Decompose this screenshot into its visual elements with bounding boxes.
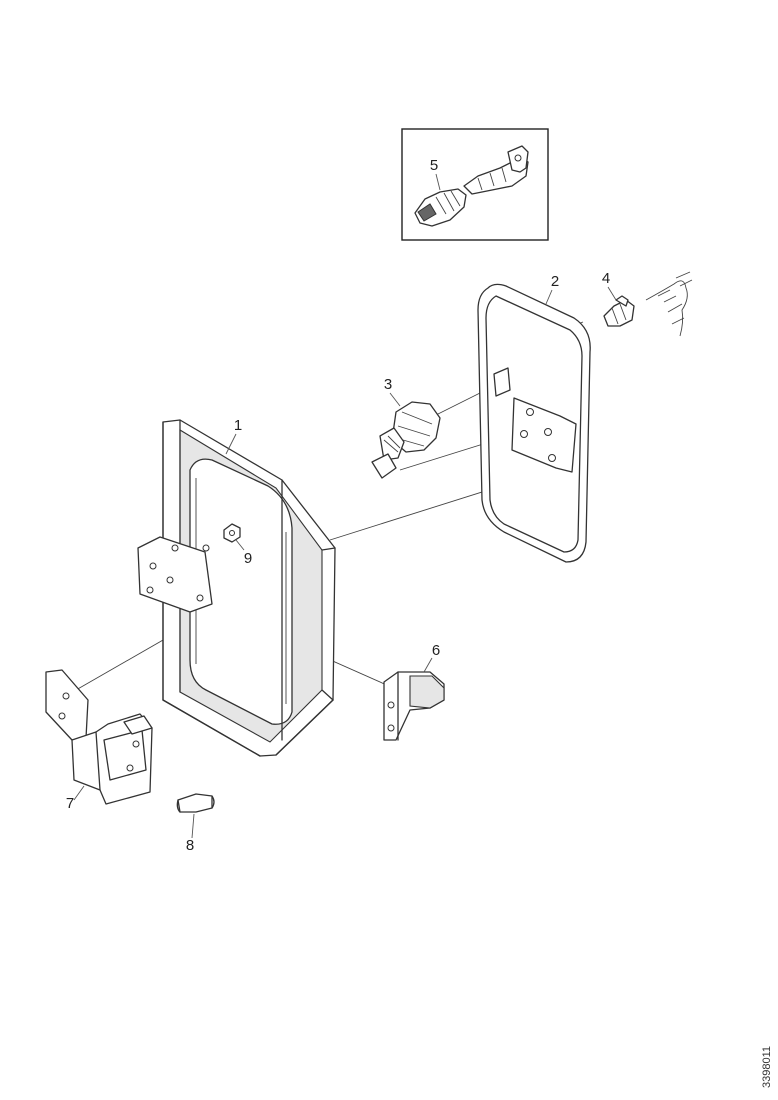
svg-text:6: 6 — [432, 642, 440, 659]
callout-9: 9 — [235, 539, 252, 567]
bracket-left — [71, 713, 153, 805]
inset-detail: 5 — [401, 128, 549, 241]
mirror-frame — [137, 419, 336, 757]
reference-code: 3398011 — [761, 1046, 773, 1088]
callout-8: 8 — [186, 813, 195, 854]
wire-harness — [645, 271, 693, 337]
svg-text:5: 5 — [430, 157, 438, 174]
svg-text:9: 9 — [244, 550, 252, 567]
callout-5: 5 — [430, 157, 441, 191]
callout-7: 7 — [66, 785, 85, 812]
callout-3: 3 — [384, 376, 401, 407]
callout-1: 1 — [225, 417, 242, 455]
bulb-part — [603, 295, 635, 327]
switch-part — [371, 401, 441, 479]
mounting-plate-left — [45, 669, 89, 741]
svg-text:2: 2 — [551, 273, 559, 290]
svg-text:1: 1 — [234, 417, 242, 434]
svg-text:3: 3 — [384, 376, 392, 393]
clip-part — [176, 793, 215, 813]
svg-text:4: 4 — [602, 270, 610, 287]
inset-connector-part — [414, 145, 529, 227]
callout-2: 2 — [545, 273, 559, 305]
callout-4: 4 — [602, 270, 617, 301]
mirror-glass — [477, 283, 591, 563]
nut-part — [223, 523, 241, 543]
svg-text:7: 7 — [66, 795, 74, 812]
callout-6: 6 — [423, 642, 440, 673]
bracket-right — [383, 671, 445, 741]
svg-text:8: 8 — [186, 837, 194, 854]
